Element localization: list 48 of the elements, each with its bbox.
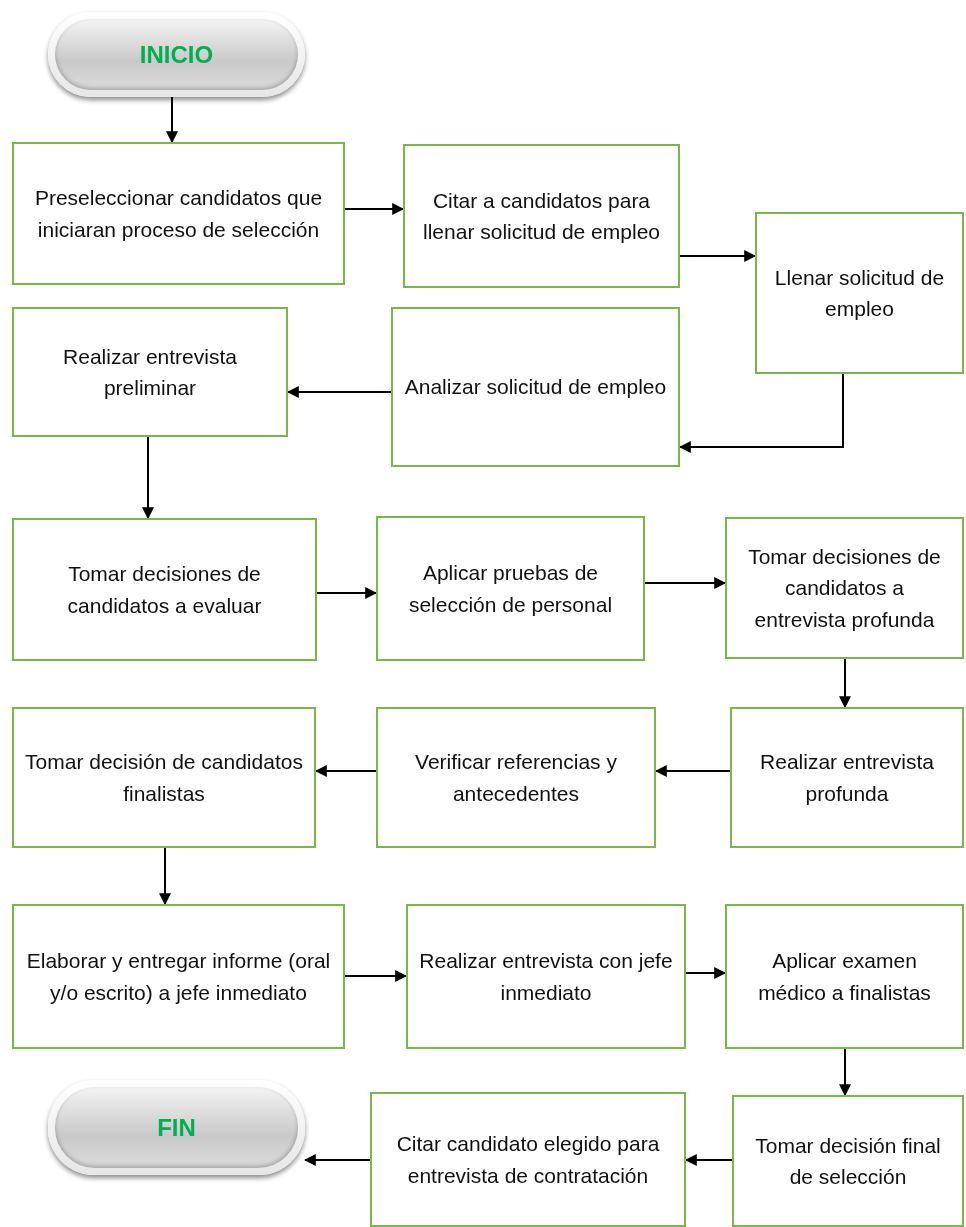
step-text: Citar a candidatos para llenar solicitud de empleo	[422, 187, 661, 245]
step-text: Elaborar y entregar informe (oral y/o escrito) a jefe inmediato	[25, 948, 332, 1006]
process-box	[755, 212, 964, 374]
step-text: Tomar decisiones de candidatos a entrevista profunda	[747, 543, 942, 633]
arrow	[839, 658, 851, 709]
arrow	[303, 1154, 371, 1166]
process-box	[370, 1092, 686, 1227]
step-text: Verificar referencias y antecedentes	[414, 749, 618, 807]
arrow	[685, 967, 727, 979]
arrow	[344, 970, 408, 982]
step-text: Tomar decisión final de selección	[754, 1132, 942, 1190]
process-box	[12, 707, 316, 848]
step-text: Aplicar pruebas de selección de personal	[407, 560, 614, 618]
arrow	[142, 436, 154, 520]
arrow	[344, 203, 405, 215]
process-box	[376, 516, 645, 661]
step-text: Citar candidato elegido para entrevista de contratación	[395, 1131, 661, 1189]
process-box	[12, 307, 288, 437]
step-text: Llenar solicitud de empleo	[773, 264, 946, 322]
arrow	[159, 847, 171, 906]
process-box	[403, 144, 680, 288]
process-box	[12, 518, 317, 661]
terminator-pill	[48, 1080, 305, 1175]
step-text: Realizar entrevista preliminar	[62, 343, 238, 401]
step-text: Tomar decisiones de candidatos a evaluar	[66, 561, 263, 619]
terminator-pill	[48, 12, 305, 97]
process-box	[391, 307, 680, 467]
step-text: Realizar entrevista con jefe inmediato	[418, 948, 674, 1006]
arrow	[839, 1048, 851, 1097]
step-text: Preseleccionar candidatos que iniciaran proceso de selección	[33, 185, 324, 243]
step-text: Analizar solicitud de empleo	[404, 374, 667, 401]
process-box	[725, 904, 964, 1049]
process-box	[725, 517, 964, 659]
process-box	[376, 707, 656, 848]
arrow	[644, 577, 727, 589]
process-box	[12, 142, 345, 285]
step-text: Aplicar examen médico a finalistas	[757, 948, 932, 1006]
process-box	[732, 1095, 964, 1227]
arrow	[679, 250, 757, 262]
terminator-label: FIN	[157, 1113, 196, 1142]
step-text: Realizar entrevista profunda	[759, 749, 935, 807]
terminator-label: INICIO	[139, 40, 214, 69]
process-box	[730, 707, 964, 848]
step-text: Tomar decisión de candidatos finalistas	[24, 749, 304, 807]
process-box	[12, 904, 345, 1049]
arrow	[316, 587, 378, 599]
arrow	[166, 96, 178, 144]
process-box	[406, 904, 686, 1049]
